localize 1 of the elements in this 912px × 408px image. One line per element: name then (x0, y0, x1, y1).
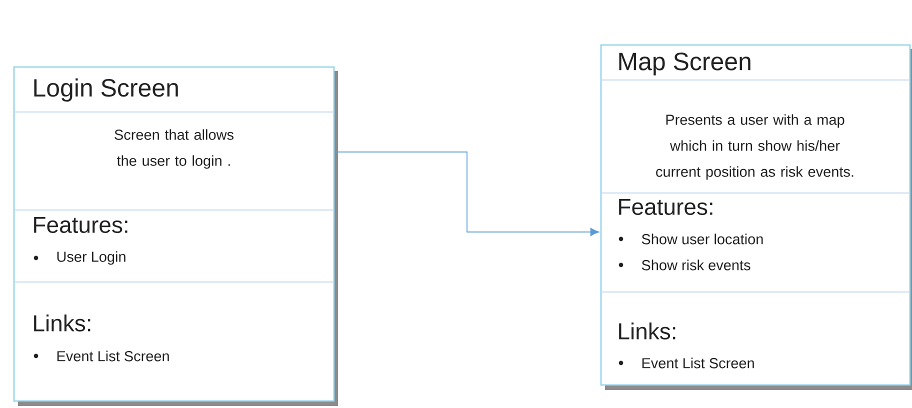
arrow (334, 152, 600, 236)
